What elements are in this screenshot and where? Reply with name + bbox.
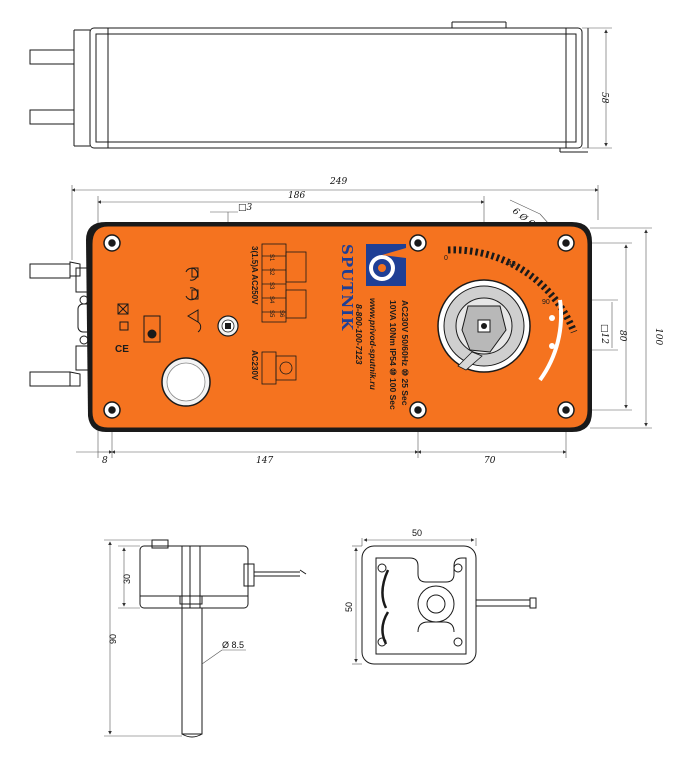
brand-name: SPUTNIK xyxy=(338,244,356,331)
dim-12: □12 xyxy=(599,324,609,344)
phone: 8-800-100-7123 xyxy=(354,304,364,365)
spec-line-1: AC230V 50/60Hz ⑩ 25 Sec xyxy=(400,300,410,406)
scale-45: 45 xyxy=(508,261,516,268)
dim-186: 186 xyxy=(288,191,305,201)
terminal-s5: S5 xyxy=(268,310,274,318)
sputnik-logo xyxy=(366,244,406,286)
front-view: 249 186 6 Ø 6 □3 100 80 □12 8 147 70 xyxy=(29,177,663,466)
wiring-label-power: AC230V xyxy=(250,350,259,381)
manual-override xyxy=(217,315,239,337)
terminal-s1: S1 xyxy=(268,254,274,262)
dim-70: 70 xyxy=(484,456,496,466)
terminal-s4: S4 xyxy=(268,296,274,304)
dim-249: 249 xyxy=(329,177,347,187)
terminal-s6: S6 xyxy=(278,310,284,318)
dim-cable-diameter: Ø 8.5 xyxy=(222,640,244,650)
compliance-marks xyxy=(117,303,161,343)
scale-90: 90 xyxy=(542,299,550,306)
actuator-body xyxy=(91,225,589,429)
position-scale xyxy=(447,246,578,382)
shaft-coupling xyxy=(437,279,531,373)
wiring-diagram xyxy=(261,243,307,385)
terminal-s2: S2 xyxy=(268,268,274,276)
back-view xyxy=(361,545,537,665)
website: www.privod-sputnik.ru xyxy=(368,298,378,391)
dim-58: 58 xyxy=(599,92,609,104)
dim-50-width: 50 xyxy=(412,528,422,538)
dim-80: 80 xyxy=(617,330,627,342)
dim-30: 30 xyxy=(122,574,132,584)
dim-8: 8 xyxy=(102,456,108,466)
wiring-label-contacts: 3(1.5)A AC250V xyxy=(250,246,259,305)
side-view xyxy=(139,539,307,738)
dim-100: 100 xyxy=(653,328,663,345)
ce-mark: CE xyxy=(115,344,129,355)
dim-147: 147 xyxy=(256,456,273,466)
dim-square-3: □3 xyxy=(238,203,253,213)
mounting-holes xyxy=(103,234,575,419)
scale-0: 0 xyxy=(444,255,448,262)
cable-gland xyxy=(161,357,211,407)
terminal-s3: S3 xyxy=(268,282,274,290)
dim-50-height: 50 xyxy=(344,602,354,612)
spec-line-2: 10VA 10Nm IP54 ⑩ 100 Sec xyxy=(388,300,398,410)
top-view xyxy=(29,21,612,153)
dim-90: 90 xyxy=(108,634,118,644)
rotation-icons xyxy=(185,267,202,333)
